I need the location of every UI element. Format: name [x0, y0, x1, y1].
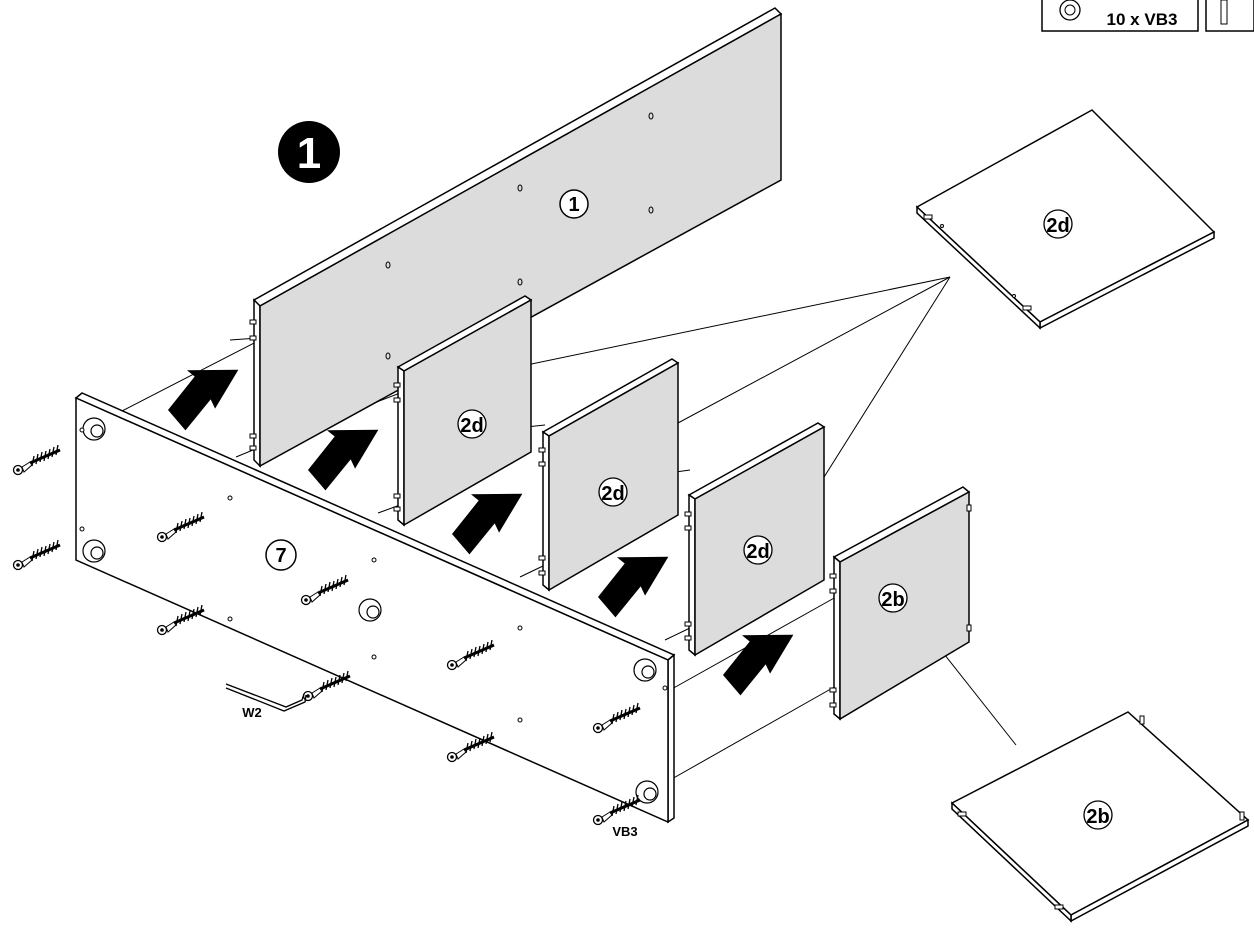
divider-label-2: 2d	[598, 477, 628, 507]
detail-divider-label: 2d	[1043, 209, 1073, 239]
front-panel	[74, 392, 676, 824]
confirmat-screw-icon	[1059, 0, 1081, 21]
divider-panel-2	[538, 358, 680, 592]
hardware-box: 10 x VB3	[1041, 0, 1254, 32]
confirmat-screw-icon	[302, 669, 352, 702]
allen-key-icon	[225, 683, 307, 712]
confirmat-screw-icon	[12, 538, 62, 571]
svg-text:7: 7	[275, 545, 286, 567]
confirmat-screw-icon	[12, 443, 62, 476]
front-panel-label: 7	[265, 539, 297, 571]
detail-side-label: 2b	[1083, 800, 1113, 830]
svg-text:1: 1	[297, 129, 321, 178]
side-panel-label: 2b	[878, 583, 908, 613]
confirmat-screw-icon	[446, 730, 496, 763]
divider-label-3: 2d	[743, 535, 773, 565]
svg-text:2d: 2d	[746, 541, 769, 563]
assembly-direction-arrow	[159, 358, 250, 434]
svg-text:10 x VB3: 10 x VB3	[1107, 10, 1178, 29]
wrench-label: W2	[242, 705, 262, 720]
svg-text:2b: 2b	[881, 589, 904, 611]
confirmat-screw-icon	[156, 603, 206, 636]
svg-text:2d: 2d	[1046, 215, 1069, 237]
back-panel-label: 1	[559, 189, 589, 219]
back-panel	[249, 7, 783, 468]
screw-label: VB3	[612, 824, 637, 839]
svg-text:1: 1	[568, 194, 579, 216]
svg-text:2b: 2b	[1086, 806, 1109, 828]
svg-text:2d: 2d	[460, 415, 483, 437]
svg-text:2d: 2d	[601, 483, 624, 505]
step-number-badge: 1	[278, 121, 340, 183]
divider-label-1: 2d	[457, 409, 487, 439]
